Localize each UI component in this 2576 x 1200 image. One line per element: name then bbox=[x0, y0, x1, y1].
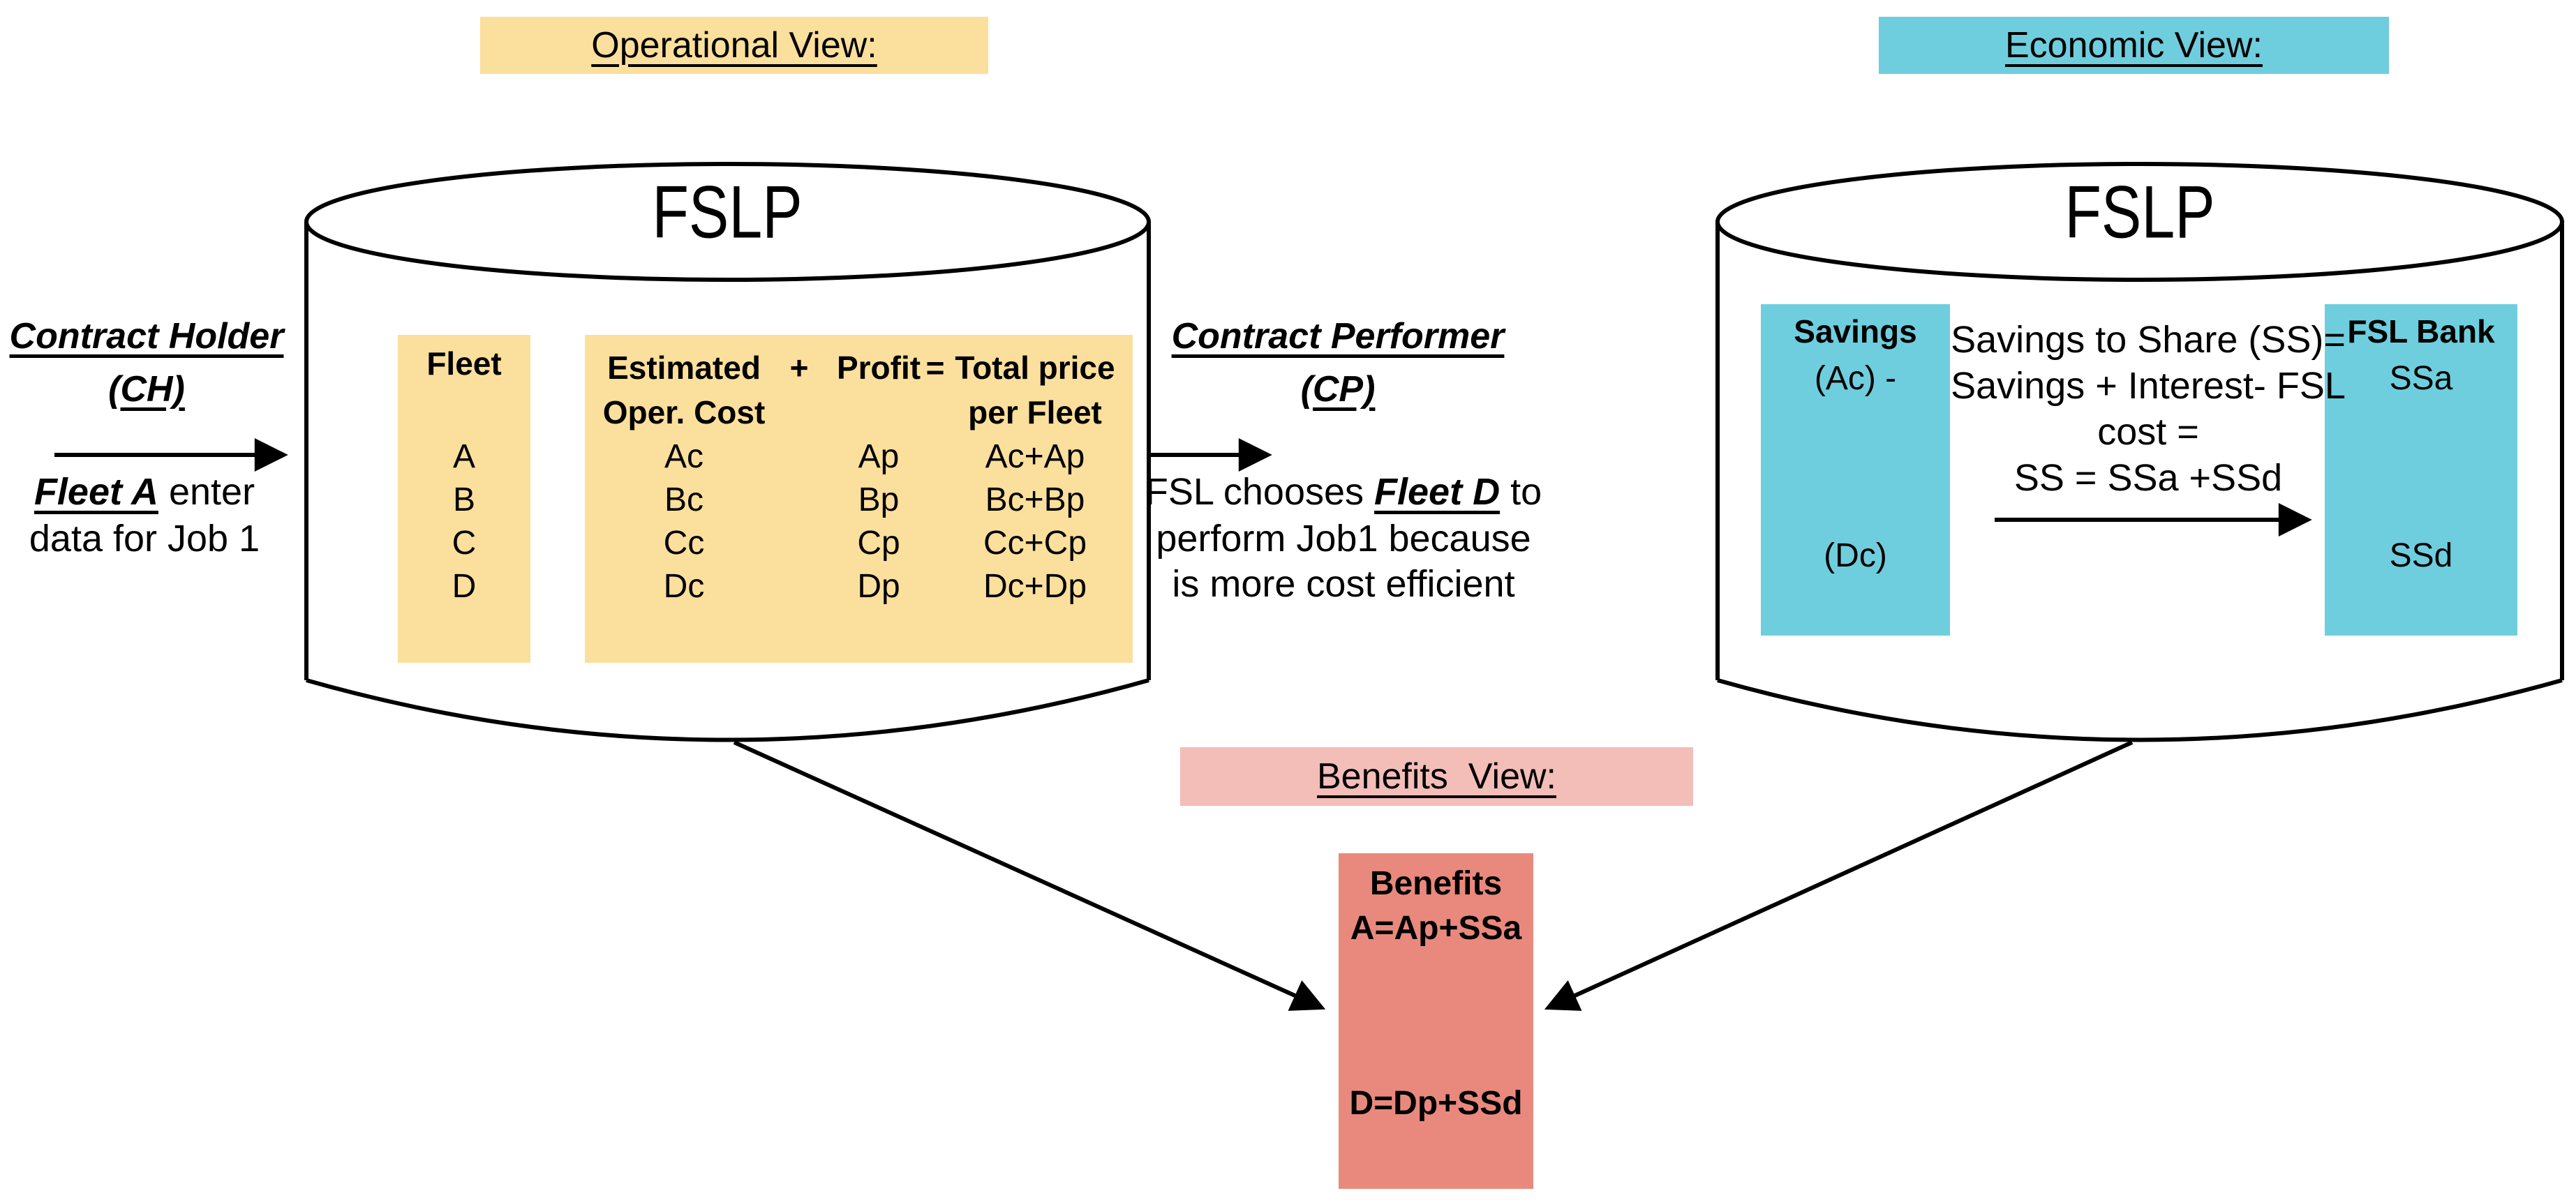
table-cell-total-a: Ac+Ap bbox=[985, 438, 1085, 475]
cp-line1-post: to bbox=[1500, 471, 1542, 513]
formula-line-4: SS = SSa +SSd bbox=[2013, 457, 2283, 499]
contract-performer-line3: is more cost efficient bbox=[1172, 563, 1515, 605]
right-cylinder-top-ellipse bbox=[1715, 162, 2564, 282]
formula-line-2: Savings + Interest- FSL bbox=[1951, 365, 2346, 407]
fsl-bank-box: FSL Bank SSa SSd bbox=[2325, 304, 2517, 636]
contract-holder-line2: data for Job 1 bbox=[29, 518, 260, 560]
fleet-item-c: C bbox=[452, 525, 477, 562]
pricing-header-plus: + bbox=[789, 350, 809, 386]
savings-box-header: Savings bbox=[1794, 313, 1917, 350]
fleet-a-emphasis: Fleet A bbox=[33, 471, 158, 513]
contract-performer-abbrev: (CP) bbox=[1300, 369, 1376, 410]
table-cell-profit-b: Bp bbox=[858, 481, 900, 518]
benefits-box: Benefits A=Ap+SSa D=Dp+SSd bbox=[1339, 853, 1533, 1189]
benefits-box-header: Benefits bbox=[1369, 865, 1503, 902]
pricing-table-box: Estimated + Profit = Total price Oper. C… bbox=[585, 335, 1133, 663]
fleet-d-emphasis: Fleet D bbox=[1374, 471, 1501, 513]
table-cell-cost-a: Ac bbox=[664, 438, 704, 475]
fsl-bank-ssd: SSd bbox=[2389, 537, 2453, 574]
operational-view-label: Operational View: bbox=[480, 17, 988, 74]
contract-performer-line1: FSL chooses Fleet D to bbox=[1145, 470, 1542, 513]
table-cell-total-c: Cc+Cp bbox=[983, 525, 1087, 562]
table-cell-profit-a: Ap bbox=[858, 438, 900, 475]
formula-line-1: Savings to Share (SS)= bbox=[1951, 319, 2346, 361]
fsl-bank-header: FSL Bank bbox=[2347, 313, 2495, 350]
savings-box: Savings (Ac) - (Dc) bbox=[1761, 304, 1950, 636]
contract-holder-line1: Fleet A enter bbox=[34, 470, 255, 513]
fsl-bank-ssa: SSa bbox=[2389, 360, 2453, 397]
fleet-a-rest: enter bbox=[158, 471, 255, 513]
fleet-column-header: Fleet bbox=[426, 345, 502, 382]
table-cell-total-b: Bc+Bp bbox=[985, 481, 1085, 518]
table-cell-cost-c: Cc bbox=[663, 525, 705, 562]
fleet-list-box: Fleet A B C D bbox=[398, 335, 530, 663]
benefits-formula-a: A=Ap+SSa bbox=[1350, 910, 1522, 947]
table-cell-profit-d: Dp bbox=[857, 568, 900, 605]
fleet-item-d: D bbox=[452, 568, 477, 605]
pricing-header-oper-cost: Oper. Cost bbox=[602, 394, 766, 430]
left-cylinder-top-ellipse bbox=[304, 162, 1151, 282]
right-fslp-cylinder bbox=[1715, 162, 2564, 742]
left-fslp-cylinder bbox=[304, 162, 1151, 742]
right-cylinder-bottom-arc bbox=[1717, 678, 2563, 742]
economic-view-label: Economic View: bbox=[1879, 17, 2389, 74]
savings-box-ac: (Ac) - bbox=[1814, 360, 1897, 397]
fleet-item-a: A bbox=[452, 438, 475, 475]
contract-holder-abbrev: (CH) bbox=[108, 369, 185, 410]
fleet-item-b: B bbox=[452, 481, 475, 518]
contract-holder-title: Contract Holder bbox=[9, 316, 284, 357]
table-cell-cost-d: Dc bbox=[663, 568, 705, 605]
right-cylinder-to-benefits-arrow bbox=[1544, 740, 2134, 1011]
pricing-header-profit: Profit bbox=[836, 350, 921, 386]
contract-performer-line2: perform Job1 because bbox=[1156, 518, 1531, 560]
cp-line1-pre: FSL chooses bbox=[1145, 471, 1375, 513]
pricing-header-equals: = bbox=[925, 350, 945, 386]
left-cylinder-title: FSLP bbox=[652, 170, 803, 255]
table-cell-profit-c: Cp bbox=[857, 525, 900, 562]
pricing-header-estimated: Estimated bbox=[607, 350, 761, 386]
pricing-header-total-price: Total price bbox=[955, 350, 1115, 386]
formula-line-3: cost = bbox=[2097, 411, 2199, 453]
contract-performer-title: Contract Performer bbox=[1171, 316, 1505, 357]
benefits-view-label: Benefits View: bbox=[1180, 747, 1693, 806]
table-cell-cost-b: Bc bbox=[664, 481, 704, 518]
table-cell-total-d: Dc+Dp bbox=[983, 568, 1087, 605]
right-cylinder-title: FSLP bbox=[2064, 170, 2215, 255]
left-cylinder-to-benefits-arrow bbox=[733, 740, 1326, 1011]
savings-box-dc: (Dc) bbox=[1824, 537, 1887, 574]
pricing-header-per-fleet: per Fleet bbox=[968, 394, 1102, 430]
benefits-formula-d: D=Dp+SSd bbox=[1349, 1085, 1523, 1122]
left-cylinder-bottom-arc bbox=[306, 678, 1149, 742]
